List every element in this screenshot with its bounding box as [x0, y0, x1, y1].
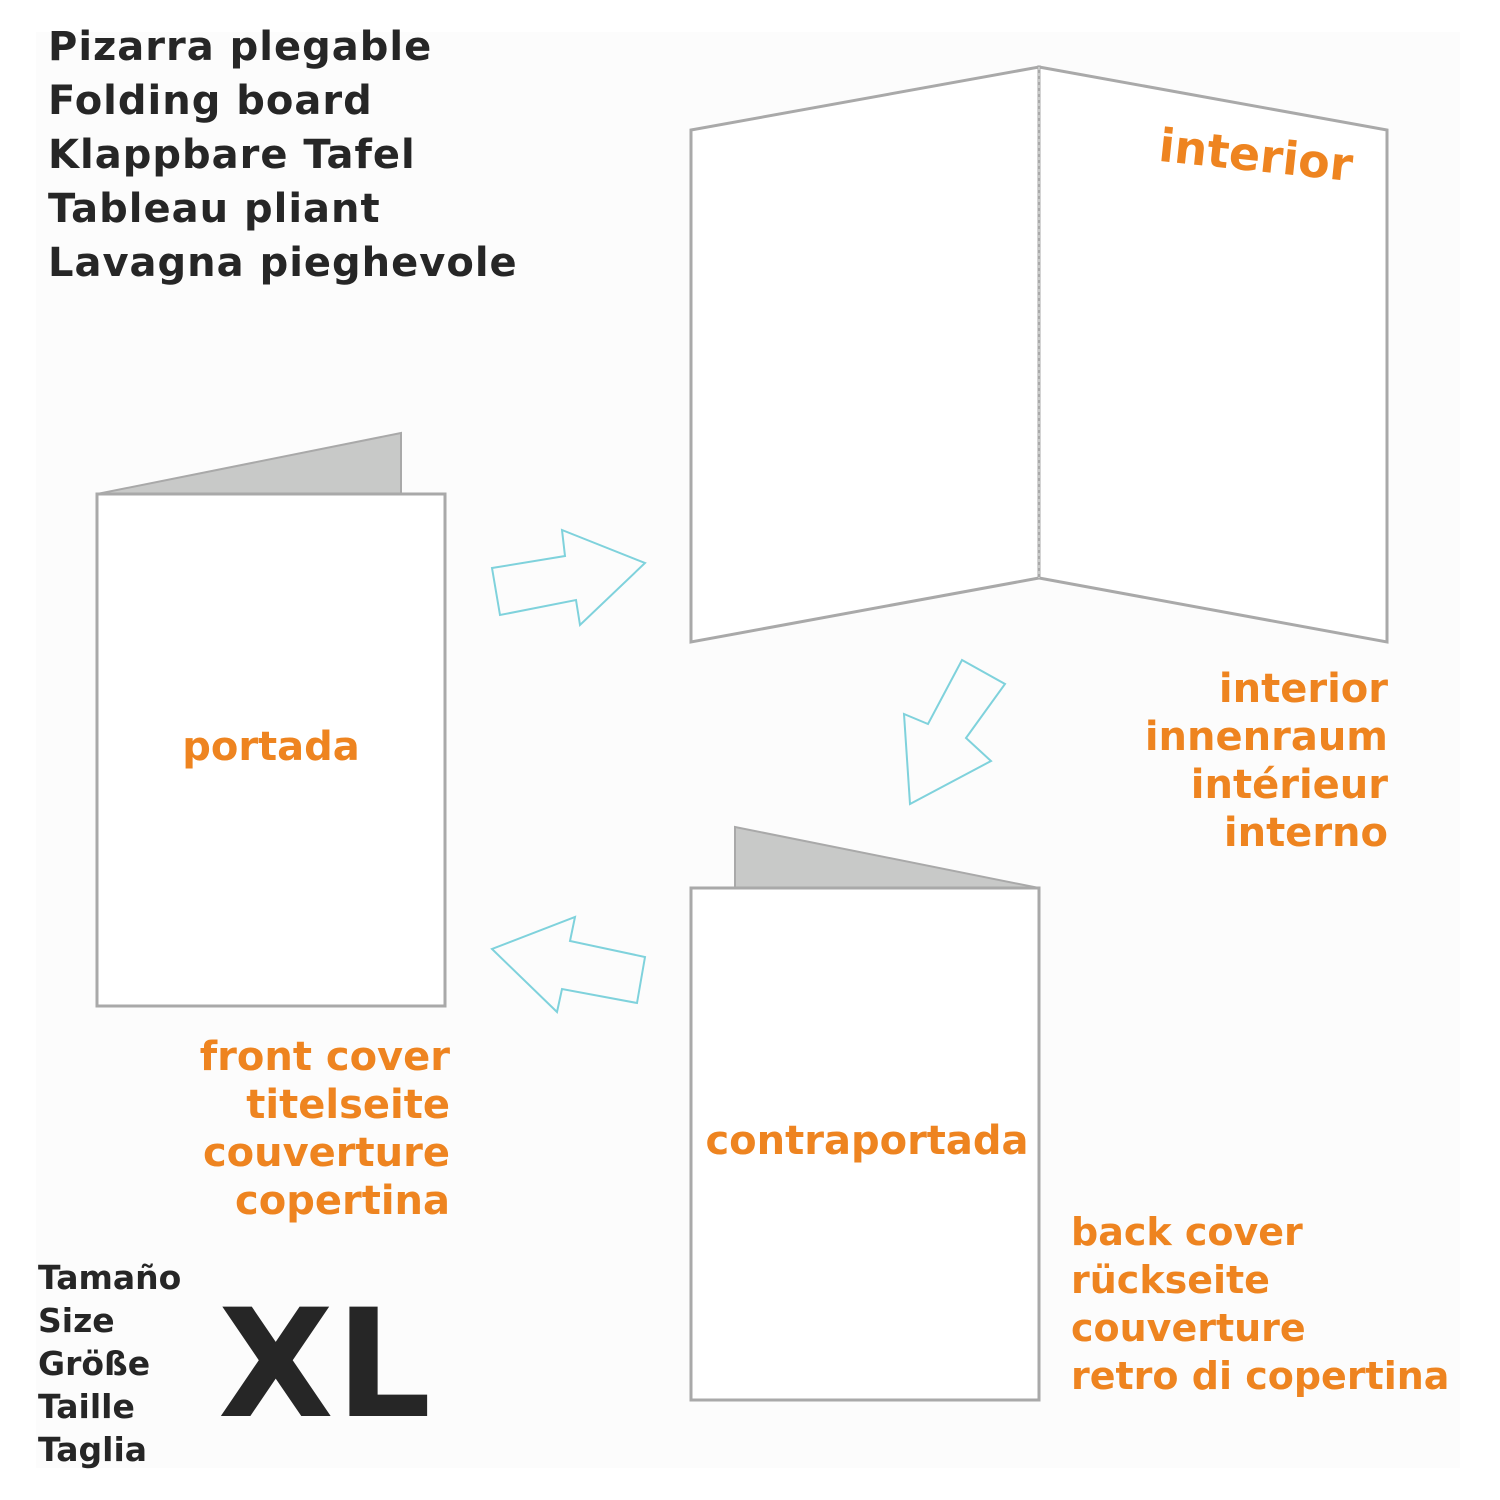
arrow-down-left-icon [902, 658, 1007, 806]
front-translation-fr: couverture [202, 1130, 450, 1176]
back-card-flap [734, 825, 1040, 889]
size-label-en: Size [38, 1301, 115, 1340]
back-translation-en: back cover [1071, 1210, 1303, 1254]
size-labels: Tamaño Size Größe Taille Taglia [38, 1256, 181, 1471]
open-board [689, 65, 1389, 644]
interior-translation-es: interior [1218, 666, 1388, 712]
title-line-de: Klappbare Tafel [48, 132, 416, 178]
back-card-body [689, 886, 1041, 1402]
front-card-label: portada [182, 724, 360, 770]
arrow-left-icon [490, 915, 647, 1014]
open-board-left-panel [689, 65, 1041, 644]
interior-translation-fr: intérieur [1190, 762, 1388, 808]
size-label-it: Taglia [38, 1430, 148, 1469]
front-translation-de: titelseite [246, 1082, 450, 1128]
front-card-body [95, 492, 447, 1008]
interior-translation-de: innenraum [1144, 714, 1388, 760]
title-line-it: Lavagna pieghevole [48, 240, 518, 286]
back-card-label: contraportada [705, 1118, 1029, 1164]
back-translation-fr: couverture [1071, 1306, 1306, 1350]
back-translation-de: rückseite [1071, 1258, 1270, 1302]
back-card [689, 825, 1041, 1402]
interior-translations: interior innenraum intérieur interno [1145, 665, 1388, 857]
arrow-right-icon [490, 528, 647, 628]
front-translations: front cover titelseite couverture copert… [200, 1033, 450, 1225]
open-board-right-panel [1037, 65, 1389, 644]
title-line-es: Pizarra plegable [48, 24, 433, 70]
interior-translation-it: interno [1223, 810, 1388, 856]
back-translation-it: retro di copertina [1071, 1354, 1450, 1398]
title-line-en: Folding board [48, 78, 373, 124]
size-label-es: Tamaño [38, 1258, 182, 1297]
front-translation-en: front cover [199, 1034, 450, 1080]
size-label-fr: Taille [38, 1387, 135, 1426]
size-label-de: Größe [38, 1344, 151, 1383]
size-value: XL [218, 1278, 434, 1452]
front-card-flap [96, 431, 402, 495]
back-translations: back cover rückseite couverture retro di… [1071, 1208, 1449, 1400]
front-card [95, 431, 447, 1008]
title-line-fr: Tableau pliant [48, 186, 381, 232]
front-translation-it: copertina [235, 1178, 450, 1224]
